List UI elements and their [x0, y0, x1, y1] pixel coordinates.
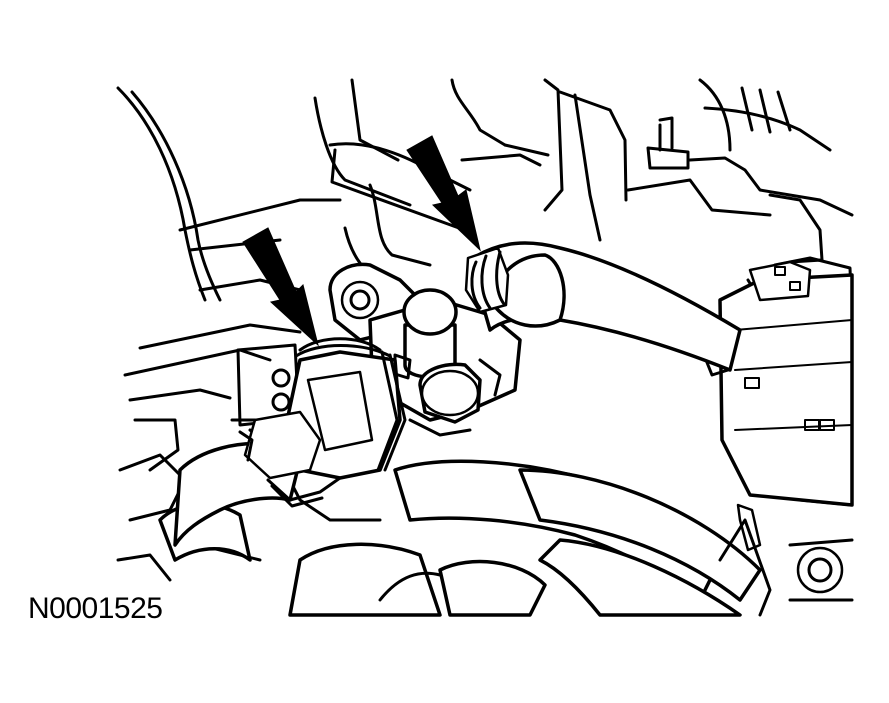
- arrow-right-callout: [406, 135, 481, 252]
- lower-hoses: [158, 428, 854, 617]
- left-coupling: [173, 337, 407, 547]
- figure-id-label: N0001525: [28, 592, 163, 625]
- arrow-left-callout: [242, 227, 319, 347]
- arrow-down-icon: [242, 227, 319, 347]
- arrow-down-icon: [406, 135, 481, 252]
- upper-hose: [464, 241, 742, 372]
- valve-assembly: [328, 262, 522, 437]
- electronic-module: [698, 260, 854, 507]
